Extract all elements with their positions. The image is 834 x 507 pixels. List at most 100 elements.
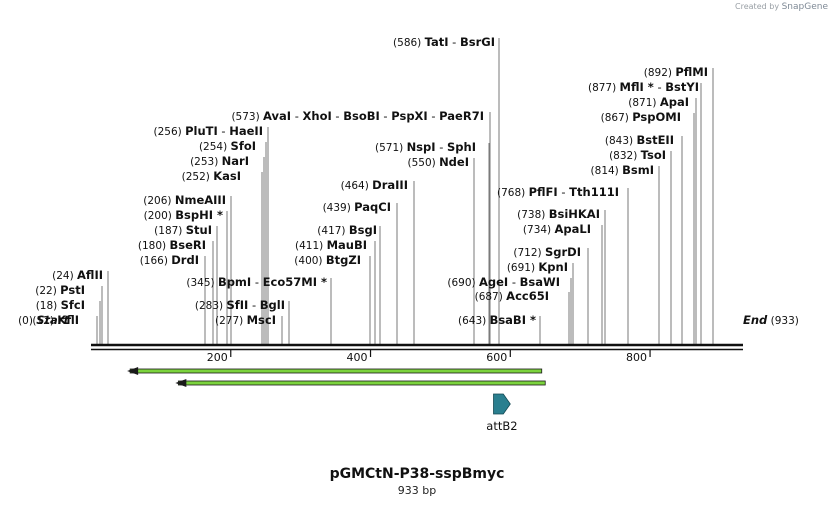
cut-site-label-bsmi[interactable]: (814) BsmI [591, 163, 654, 177]
cut-site-label-nspi[interactable]: (571) NspI - SphI [375, 140, 476, 154]
enzyme-name: BglI [260, 298, 285, 312]
primer-body [177, 380, 546, 386]
brand-name: SnapGene [781, 2, 828, 12]
cut-site-label-tati[interactable]: (586) TatI - BsrGI [393, 35, 495, 49]
enzyme-name: KpnI [538, 260, 568, 274]
feature-arrows: attB2 [486, 393, 518, 433]
primer-arrow-2[interactable] [175, 379, 546, 387]
plasmid-name: pGMCtN-P38-sspBmyc [329, 466, 505, 482]
enzyme-name: XhoI [303, 109, 332, 123]
cut-site-position: (439) [323, 202, 355, 214]
cut-site-label-apai[interactable]: (871) ApaI [628, 95, 689, 109]
cut-site-position: (643) [458, 315, 490, 327]
enzyme-name: BsrGI [460, 35, 495, 49]
enzyme-name: DraIII [372, 178, 408, 192]
cut-site-label-kasi[interactable]: (252) KasI [182, 169, 241, 183]
cut-site-label-tsoi[interactable]: (832) TsoI [609, 148, 666, 162]
cut-site-label-aflii[interactable]: (24) AflII [52, 268, 103, 282]
cut-site-label-bsgi[interactable]: (417) BsgI [317, 223, 377, 237]
cut-site-label-sgrdi[interactable]: (712) SgrDI [513, 245, 581, 259]
start-name: Start [36, 313, 69, 327]
cut-site-label-btgzi[interactable]: (400) BtgZI [294, 253, 361, 267]
feature-label: attB2 [486, 419, 517, 433]
cut-site-label-bsteii[interactable]: (843) BstEII [605, 133, 674, 147]
cut-site-separator: - [654, 80, 665, 94]
cut-site-position: (871) [628, 97, 660, 109]
enzyme-name: Tth111I [569, 185, 619, 199]
enzyme-name: PaqCI [354, 200, 391, 214]
cut-site-label-paqci[interactable]: (439) PaqCI [323, 200, 391, 214]
cut-site-separator: - [508, 275, 519, 289]
enzyme-name: SgrDI [545, 245, 581, 259]
cut-site-label-psti[interactable]: (22) PstI [35, 283, 85, 297]
cut-site-label-nmeaiii[interactable]: (206) NmeAIII [143, 193, 226, 207]
cut-site-label-bsphi[interactable]: (200) BspHI * [144, 208, 223, 222]
enzyme-name: TsoI [641, 148, 666, 162]
cut-site-position: (166) [140, 255, 172, 267]
enzyme-name: NarI [222, 154, 249, 168]
enzyme-name: BsaWI [520, 275, 560, 289]
feature-attb2[interactable]: attB2 [486, 393, 518, 433]
cut-site-label-draiii[interactable]: (464) DraIII [341, 178, 408, 192]
cut-site-label-mfli[interactable]: (877) MflI * - BstYI [588, 80, 699, 94]
cut-site-label-pluti[interactable]: (256) PluTI - HaeII [154, 124, 263, 138]
cut-site-separator: - [248, 298, 259, 312]
enzyme-name: BsoBI [343, 109, 380, 123]
cut-site-position: (571) [375, 142, 407, 154]
cut-site-separator: - [332, 109, 343, 123]
cut-site-separator: - [449, 35, 460, 49]
cut-site-label-maubi[interactable]: (411) MauBI [295, 238, 367, 252]
enzyme-name: Eco57MI * [263, 275, 327, 289]
enzyme-name: PflFI [529, 185, 558, 199]
cut-site-separator: - [428, 109, 439, 123]
enzyme-name: MscI [247, 313, 276, 327]
cut-site-position: (691) [507, 262, 539, 274]
cut-site-position: (187) [154, 225, 186, 237]
cut-site-label-kpni[interactable]: (691) KpnI [507, 260, 568, 274]
enzyme-name: KasI [213, 169, 241, 183]
cut-site-label-pspomi[interactable]: (867) PspOMI [601, 110, 681, 124]
cut-site-separator: - [436, 140, 447, 154]
enzyme-name: PluTI [185, 124, 218, 138]
cut-site-label-apali[interactable]: (734) ApaLI [523, 222, 591, 236]
end-label: End (933) [743, 313, 799, 327]
cut-site-position: (832) [609, 150, 641, 162]
cut-site-label-kfli[interactable]: (12) KflI [32, 313, 79, 327]
cut-site-label-sfii[interactable]: (283) SfII - BglI [195, 298, 285, 312]
cut-site-label-msci[interactable]: (277) MscI [215, 313, 276, 327]
cut-site-label-bsihkai[interactable]: (738) BsiHKAI [517, 207, 600, 221]
cut-site-position: (734) [523, 224, 555, 236]
cut-site-label-ndei[interactable]: (550) NdeI [407, 155, 469, 169]
cut-site-position: (573) [231, 111, 263, 123]
cut-site-position: (768) [497, 187, 529, 199]
cut-site-position: (24) [52, 270, 77, 282]
cut-site-label-stui[interactable]: (187) StuI [154, 223, 212, 237]
primer-body [129, 368, 543, 374]
cut-site-label-nari[interactable]: (253) NarI [190, 154, 249, 168]
primer-arrowhead [175, 379, 187, 387]
enzyme-name: SfoI [231, 139, 256, 153]
enzyme-name: KflI [57, 313, 79, 327]
enzyme-name: ApaLI [555, 222, 592, 236]
cut-site-label-sfci[interactable]: (18) SfcI [36, 298, 85, 312]
cut-site-label-avai[interactable]: (573) AvaI - XhoI - BsoBI - PspXI - PaeR… [231, 109, 484, 123]
cut-site-label-agei[interactable]: (690) AgeI - BsaWI [447, 275, 560, 289]
cut-site-label-pflfi[interactable]: (768) PflFI - Tth111I [497, 185, 619, 199]
cut-site-label-drdi[interactable]: (166) DrdI [140, 253, 199, 267]
enzyme-name: PspOMI [632, 110, 681, 124]
cut-site-label-acc65i[interactable]: (687) Acc65I [475, 289, 549, 303]
cut-site-label-bseri[interactable]: (180) BseRI [138, 238, 206, 252]
cut-site-position: (12) [32, 315, 57, 327]
cut-site-label-sfoi[interactable]: (254) SfoI [199, 139, 256, 153]
plasmid-length: 933 bp [397, 484, 437, 497]
cut-site-position: (417) [317, 225, 349, 237]
cut-site-label-bpmi[interactable]: (345) BpmI - Eco57MI * [186, 275, 327, 289]
cut-site-position: (180) [138, 240, 170, 252]
cut-site-label-bsabi[interactable]: (643) BsaBI * [458, 313, 536, 327]
cut-site-label-pflmi[interactable]: (892) PflMI [644, 65, 708, 79]
primer-arrow-1[interactable] [127, 367, 543, 375]
snapgene-logo: Created by SnapGene [735, 2, 828, 12]
cut-site-position: (206) [143, 195, 175, 207]
